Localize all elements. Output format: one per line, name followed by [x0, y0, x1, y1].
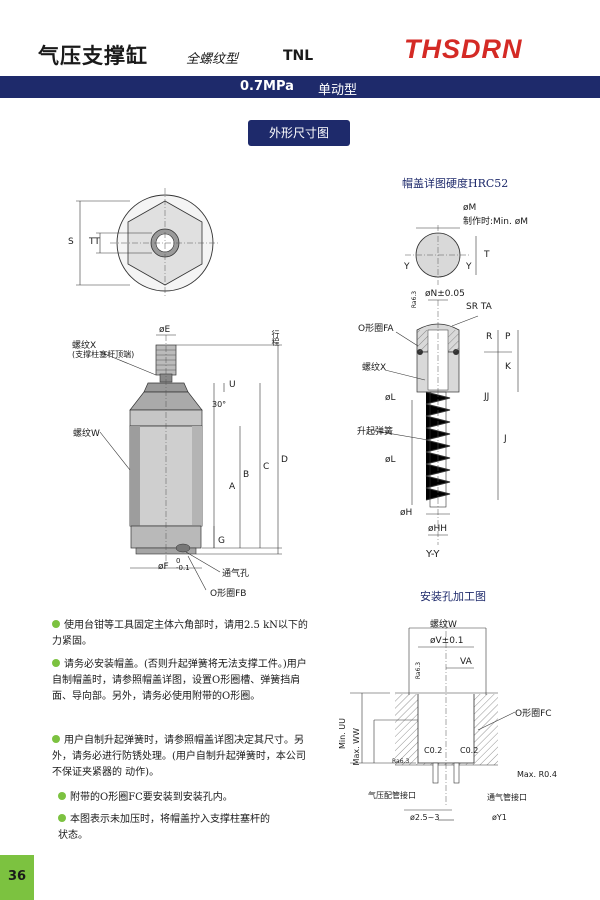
label-lift-spring: 升起弹簧	[357, 427, 394, 437]
note-item: 附带的O形圈FC要安装到安装孔内。	[58, 790, 316, 806]
brand-logo: THSDRN	[404, 34, 523, 64]
dim-d: D	[281, 455, 288, 465]
chamfer-c02-left: C0.2	[424, 746, 443, 755]
dim-j: J	[504, 434, 507, 444]
model-code: TNL	[283, 48, 314, 64]
bullet-icon	[58, 792, 66, 800]
note-item: 请务必安装帽盖。(否则升起弹簧将无法支撑工件。)用户自制帽盖时，请参照帽盖详图，…	[52, 659, 307, 702]
dim-g: G	[218, 536, 225, 546]
label-thread-x: 螺纹X	[72, 341, 97, 351]
side-view	[99, 334, 282, 591]
bullet-icon	[58, 814, 66, 822]
dim-stroke: 行程	[271, 330, 280, 346]
label-hole-thread-w: 螺纹W	[430, 620, 457, 630]
dim-o25-3: ø2.5~3	[410, 813, 440, 822]
top-view	[76, 188, 220, 298]
dim-on: øN±0.05	[425, 289, 465, 299]
dim-u: U	[229, 380, 236, 390]
label-oring-fc: O形圈FC	[515, 709, 552, 719]
dim-b: B	[243, 470, 250, 480]
note-make-om: 制作时:Min. øM	[463, 217, 528, 227]
section-y-y: Y-Y	[426, 549, 440, 560]
dim-jj: JJ	[484, 392, 490, 402]
dim-angle: 30°	[212, 400, 227, 409]
dim-tt: TT	[89, 237, 100, 247]
dim-min-uu: Min. UU	[338, 718, 347, 749]
label-air-vent: 通气孔	[222, 569, 250, 579]
dim-a: A	[229, 482, 236, 492]
note-item: 本图表示未加压时，将帽盖拧入支撑柱塞杆的状态。	[58, 814, 270, 841]
dim-oy1: øY1	[492, 813, 507, 822]
page-subtitle: 全螺纹型	[186, 52, 239, 67]
action-type-label: 单动型	[318, 83, 358, 98]
label-air-inlet: 气压配管接口	[368, 791, 416, 800]
bullet-icon	[52, 659, 60, 667]
page-number: 36	[8, 869, 27, 884]
dim-oh: øH	[400, 508, 413, 518]
dim-ov: øV±0.1	[430, 636, 464, 646]
roughness-cap: Ra6.3	[411, 290, 419, 309]
label-thread-w: 螺纹W	[73, 429, 100, 439]
label-thread-x-note: (支撑柱塞杆顶端)	[72, 350, 135, 359]
spec-bar: 0.7MPa 单动型	[0, 76, 600, 98]
label-cap-thread-x: 螺纹X	[362, 363, 387, 373]
cap-detail-drawing	[369, 225, 519, 545]
label-oring-fa: O形圈FA	[358, 324, 394, 334]
note-item: 用户自制升起弹簧时，请参照帽盖详图决定其尺寸。另外，请务必进行防锈处理。(用户自…	[52, 735, 306, 778]
section-mark-y-right: Y	[466, 262, 472, 272]
dim-p: P	[505, 332, 511, 342]
dim-k: K	[505, 362, 511, 372]
chamfer-c02-right: C0.2	[460, 746, 479, 755]
dim-oe: øE	[159, 325, 171, 335]
dim-sr-ta: SR TA	[466, 302, 492, 312]
section-mark-y-left: Y	[404, 262, 410, 272]
mounting-hole-drawing	[350, 620, 516, 821]
dim-ol-upper: øL	[385, 393, 396, 403]
label-oring-fb: O形圈FB	[210, 589, 247, 599]
bullet-icon	[52, 735, 60, 743]
dim-om: øM	[463, 203, 477, 213]
roughness-hole-top: Ra6.3	[415, 661, 423, 680]
dim-t: T	[484, 250, 490, 260]
label-vent-port: 通气管接口	[487, 793, 527, 802]
dim-s: S	[68, 237, 74, 247]
bullet-icon	[52, 620, 60, 628]
mounting-hole-title: 安装孔加工图	[420, 590, 486, 603]
pressure-label: 0.7MPa	[240, 79, 294, 94]
dim-ohh: øHH	[428, 524, 448, 534]
dim-of-tolerance: 0 -0.1	[176, 557, 190, 572]
section-heading-outline: 外形尺寸图	[248, 120, 350, 146]
note-item: 使用台钳等工具固定主体六角部时，请用2.5 kN以下的力紧固。	[52, 620, 308, 647]
dim-r: R	[486, 332, 493, 342]
dim-of: øF	[158, 562, 169, 572]
page-title: 气压支撑缸	[38, 44, 148, 68]
dim-ol-lower: øL	[385, 455, 396, 465]
dim-c: C	[263, 462, 270, 472]
dim-max-ww: Max. WW	[352, 728, 361, 766]
dim-max-r04: Max. R0.4	[517, 770, 557, 779]
cap-detail-title: 帽盖详图硬度HRC52	[402, 177, 509, 190]
dim-va: VA	[460, 657, 472, 667]
page-number-tab	[0, 855, 34, 900]
roughness-hole-bottom: Ra6.3	[392, 758, 410, 765]
